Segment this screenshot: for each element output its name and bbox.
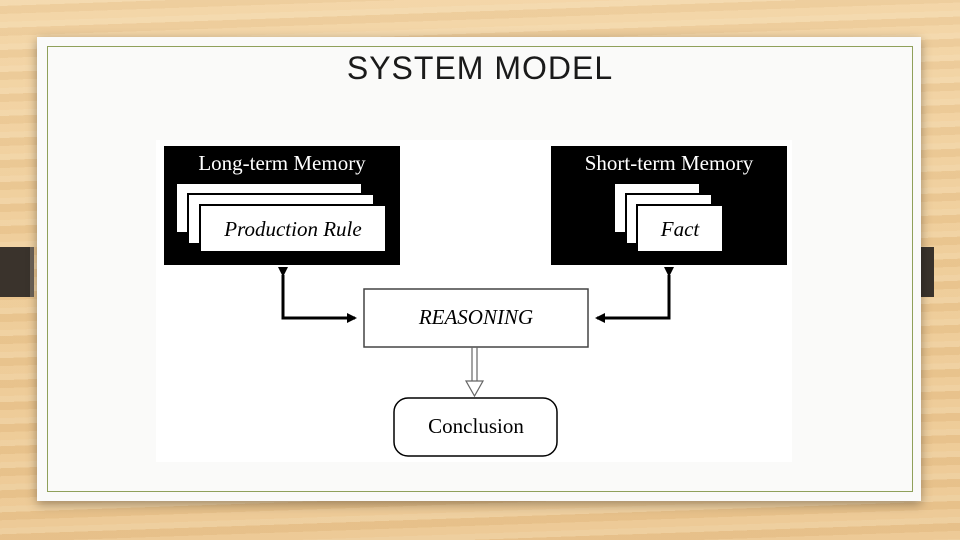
conclusion-arrow bbox=[464, 347, 485, 398]
reasoning-box: REASONING bbox=[363, 288, 589, 348]
slide-title: SYSTEM MODEL bbox=[346, 50, 614, 86]
left-side-tab bbox=[0, 247, 34, 297]
short-term-memory-panel: Short-term Memory Fact bbox=[551, 146, 787, 265]
slide-border bbox=[47, 46, 913, 492]
long-term-memory-panel: Long-term Memory Production Rule bbox=[164, 146, 400, 265]
short-term-memory-label: Short-term Memory bbox=[585, 151, 754, 175]
rule-card-front bbox=[199, 204, 387, 253]
long-term-connector bbox=[278, 267, 357, 323]
fact-label: Fact bbox=[660, 217, 701, 241]
long-term-memory-label: Long-term Memory bbox=[198, 151, 366, 175]
fact-card-front bbox=[636, 204, 724, 253]
conclusion-box: Conclusion bbox=[393, 397, 558, 457]
reasoning-label: REASONING bbox=[418, 305, 533, 329]
short-term-connector bbox=[595, 267, 674, 323]
production-rule-label: Production Rule bbox=[223, 217, 361, 241]
conclusion-label: Conclusion bbox=[428, 414, 524, 438]
